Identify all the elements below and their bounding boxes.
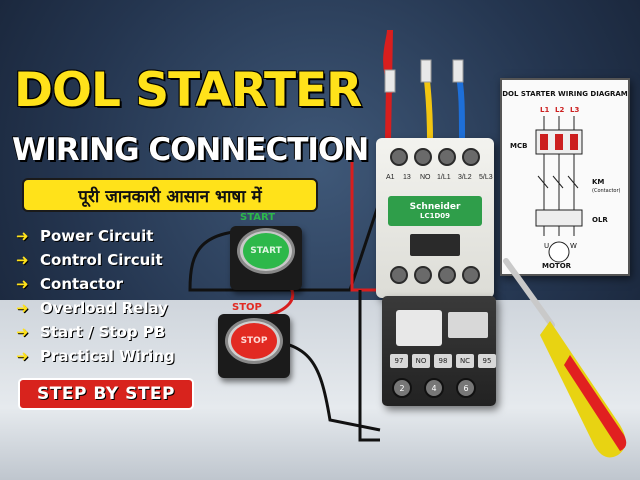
topics-list: ➜ Power Circuit ➜ Control Circuit ➜ Contact… bbox=[16, 224, 196, 368]
red-wire-tip bbox=[384, 69, 396, 93]
motor-terminal-label: U bbox=[544, 242, 550, 250]
olr-output-terminals: 2 4 6 bbox=[392, 378, 476, 398]
contactor-bottom-terminals bbox=[390, 266, 480, 284]
terminal-screw-icon bbox=[414, 266, 432, 284]
topic-label: Power Circuit bbox=[40, 227, 154, 245]
topic-label: Overload Relay bbox=[40, 299, 168, 317]
motor-terminal-label: W bbox=[570, 242, 577, 250]
arrow-right-icon: ➜ bbox=[16, 251, 29, 269]
wiring-diagram-card: DOL STARTER WIRING DIAGRAM L1 L2 L3 MCB … bbox=[500, 78, 630, 276]
topic-label: Practical Wiring bbox=[40, 347, 175, 365]
terminal-screw-icon bbox=[390, 148, 408, 166]
contactor-brand-plate: Schneider LC1D09 bbox=[388, 196, 482, 226]
olr-label: OLR bbox=[592, 216, 608, 224]
olr-terminal-label: 95 bbox=[478, 354, 496, 368]
blue-wire-tip bbox=[452, 59, 464, 83]
topic-item: ➜ Start / Stop PB bbox=[16, 320, 196, 344]
current-adjust-dial[interactable] bbox=[396, 310, 442, 346]
main-subtitle: WIRING CONNECTION bbox=[12, 132, 369, 168]
reset-button[interactable] bbox=[448, 312, 488, 338]
olr-terminal-label: 97 bbox=[390, 354, 408, 368]
terminal-screw-icon bbox=[390, 266, 408, 284]
stop-label: STOP bbox=[232, 302, 262, 313]
start-label: START bbox=[240, 212, 276, 223]
topic-item: ➜ Practical Wiring bbox=[16, 344, 196, 368]
phase-label: L3 bbox=[570, 106, 580, 114]
topic-label: Control Circuit bbox=[40, 251, 163, 269]
contactor-brand: Schneider bbox=[409, 202, 461, 212]
aux-terminal-label: 13 bbox=[403, 174, 411, 181]
hindi-tagline: पूरी जानकारी आसान भाषा में bbox=[22, 178, 318, 212]
yellow-wire-tip bbox=[420, 59, 432, 83]
olr-terminal-label: 98 bbox=[434, 354, 452, 368]
arrow-right-icon: ➜ bbox=[16, 323, 29, 341]
olr-output-label: 6 bbox=[456, 378, 476, 398]
terminal-screw-icon bbox=[462, 266, 480, 284]
start-button-cap[interactable]: START bbox=[243, 233, 289, 269]
olr-output-label: 4 bbox=[424, 378, 444, 398]
red-control-wire bbox=[350, 140, 380, 292]
step-by-step-button[interactable]: STEP BY STEP bbox=[18, 378, 194, 410]
diagram-title: DOL STARTER WIRING DIAGRAM bbox=[502, 90, 628, 98]
km-label: KM bbox=[592, 178, 605, 186]
terminal-screw-icon bbox=[438, 148, 456, 166]
aux-terminal-label: A1 bbox=[386, 174, 395, 181]
terminal-screw-icon bbox=[438, 266, 456, 284]
stop-push-button: STOP STOP bbox=[214, 300, 298, 380]
aux-terminal-label: NO bbox=[420, 174, 431, 181]
contactor-top-terminals bbox=[390, 148, 480, 166]
screwdriver-icon bbox=[503, 258, 627, 458]
contactor-window bbox=[410, 234, 460, 256]
arrow-right-icon: ➜ bbox=[16, 347, 29, 365]
mcb-label: MCB bbox=[510, 142, 528, 150]
return-circuit-wire bbox=[358, 290, 380, 442]
topic-label: Contactor bbox=[40, 275, 124, 293]
terminal-screw-icon bbox=[414, 148, 432, 166]
schematic-drawing bbox=[535, 116, 583, 263]
terminal-screw-icon bbox=[462, 148, 480, 166]
stop-button-cap[interactable]: STOP bbox=[231, 323, 277, 359]
motor-label: MOTOR bbox=[542, 262, 572, 270]
arrow-right-icon: ➜ bbox=[16, 275, 29, 293]
topic-label: Start / Stop PB bbox=[40, 323, 166, 341]
arrow-right-icon: ➜ bbox=[16, 299, 29, 317]
aux-terminal-label: 3/L2 bbox=[458, 174, 472, 181]
contactor-aux-row: A1 13 NO 1/L1 3/L2 5/L3 bbox=[386, 174, 497, 181]
olr-output-label: 2 bbox=[392, 378, 412, 398]
arrow-right-icon: ➜ bbox=[16, 227, 29, 245]
aux-terminal-label: 5/L3 bbox=[479, 174, 493, 181]
phase-label: L1 bbox=[540, 106, 550, 114]
main-title: DOL STARTER bbox=[14, 63, 362, 118]
olr-aux-terminals: 97 NO 98 NC 95 bbox=[390, 354, 496, 368]
phase-label: L2 bbox=[555, 106, 565, 114]
start-push-button: START START bbox=[226, 212, 306, 292]
topic-item: ➜ Control Circuit bbox=[16, 248, 196, 272]
topic-item: ➜ Overload Relay bbox=[16, 296, 196, 320]
contactor-model: LC1D09 bbox=[419, 212, 451, 220]
aux-terminal-label: 1/L1 bbox=[437, 174, 451, 181]
topic-item: ➜ Power Circuit bbox=[16, 224, 196, 248]
km-sublabel: (Contactor) bbox=[592, 188, 621, 194]
olr-terminal-label: NO bbox=[412, 354, 430, 368]
overload-relay: 97 NO 98 NC 95 2 4 6 bbox=[382, 296, 496, 406]
contactor: A1 13 NO 1/L1 3/L2 5/L3 Schneider LC1D09 bbox=[376, 138, 494, 298]
topic-item: ➜ Contactor bbox=[16, 272, 196, 296]
olr-terminal-label: NC bbox=[456, 354, 474, 368]
